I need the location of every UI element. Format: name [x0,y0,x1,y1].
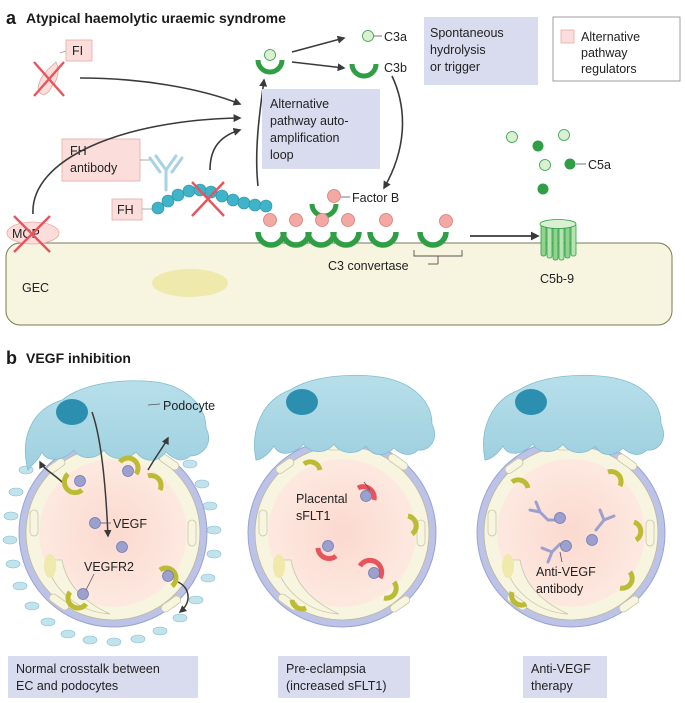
panel-a-letter: a [6,8,17,28]
antibody-icon [528,500,616,564]
loop-box [262,89,380,169]
arrow [383,75,404,190]
vegf-molecules [554,512,598,552]
vegfr2-receptors [61,455,179,611]
vegfr2-receptors [289,459,419,612]
placental-label: sFLT1 [296,509,331,523]
fh-antibody-label: antibody [70,161,118,175]
c5a-molecules [506,129,576,195]
arrow [147,436,169,471]
panel-a-title: Atypical haemolytic uraemic syndrome [26,10,286,26]
podocyte [24,380,209,472]
fi-label: FI [72,44,83,58]
podocyte-nucleus [515,389,547,415]
vegf-molecules [74,465,174,600]
arrow [291,61,346,72]
podocyte-nucleus [56,399,88,425]
podocyte-label: Podocyte [163,399,215,413]
panel-b-letter: b [6,348,17,368]
panel-b-title: VEGF inhibition [26,350,131,366]
vegfr2-label: VEGFR2 [84,560,134,574]
spontaneous-label: Spontaneous [430,26,504,40]
c3a-molecule [362,30,374,42]
caption-text: Normal crosstalk between [16,662,160,676]
fi-regulator: FI [33,39,93,97]
c5a-label: C5a [588,158,611,172]
legend: Alternative pathway regulators [552,16,681,82]
c3-molecule [255,59,285,75]
gec-nucleus [152,269,228,297]
caption-antivegf: Anti-VEGF therapy [523,656,607,698]
caption-text: Pre-eclampsia [286,662,366,676]
factor-b-label: Factor B [352,191,399,205]
cross-icon [191,181,225,217]
antibody-icon [148,154,184,192]
c5b9-label: C5b-9 [540,272,574,286]
vegf-label: VEGF [113,517,147,531]
fh-chain: FH [111,181,273,221]
arrow [32,114,242,215]
c3-molecule [264,49,276,61]
legend-swatch [560,29,575,44]
caption-normal: Normal crosstalk between EC and podocyte… [8,656,198,698]
vegf-molecules [322,490,380,579]
arrow [91,411,112,538]
mcp-label: MCP [12,227,40,241]
capillary-antivegf: Anti-VEGF antibody [476,374,666,628]
factor-b-molecule [327,189,341,203]
loop-label: Alternative [270,97,329,111]
podocyte-nucleus [286,389,318,415]
caption-text: EC and podocytes [16,679,118,693]
panel-a: a Atypical haemolytic uraemic syndrome A… [5,8,681,326]
capillary-preeclampsia: Placental sFLT1 [247,374,437,628]
legend-label: regulators [581,62,637,76]
mcp-regulator: MCP [6,215,60,253]
arrow [177,581,189,613]
loop-label: amplification [270,131,340,145]
fh-label: FH [117,203,134,217]
fh-antibody: FH antibody [61,138,184,192]
capillary-normal: Podocyte VEGF VEGFR2 [2,380,222,647]
caption-preeclampsia: Pre-eclampsia (increased sFLT1) [278,656,410,698]
podocyte [254,374,435,461]
caption-text: Anti-VEGF [531,662,591,676]
arrow [209,128,242,171]
vegfr2-receptors [509,469,644,608]
caption-text: (increased sFLT1) [286,679,387,693]
loop-label: pathway auto- [270,114,349,128]
spontaneous-label: or trigger [430,60,480,74]
arrow [291,35,346,53]
spontaneous-box [424,17,538,85]
c3-convertase-row [255,213,453,248]
c3-convertase-label: C3 convertase [328,259,409,273]
legend-label: Alternative [581,30,640,44]
c5b9-pore [539,219,577,261]
legend-label: pathway [581,46,628,60]
placental-label: Placental [296,492,347,506]
antivegf-label: Anti-VEGF [536,565,596,579]
antivegf-label: antibody [536,582,584,596]
arrow [79,77,242,106]
gec-label: GEC [22,281,49,295]
sflt1-molecules [315,484,385,580]
cross-icon [13,215,51,253]
cross-icon [33,61,65,97]
c3a-label: C3a [384,30,407,44]
podocyte [483,374,664,461]
panel-b: b VEGF inhibition [2,348,666,698]
loop-label: loop [270,148,294,162]
c3b-molecule [349,63,379,79]
c3b-label: C3b [384,61,407,75]
spontaneous-label: hydrolysis [430,43,486,57]
caption-text: therapy [531,679,573,693]
